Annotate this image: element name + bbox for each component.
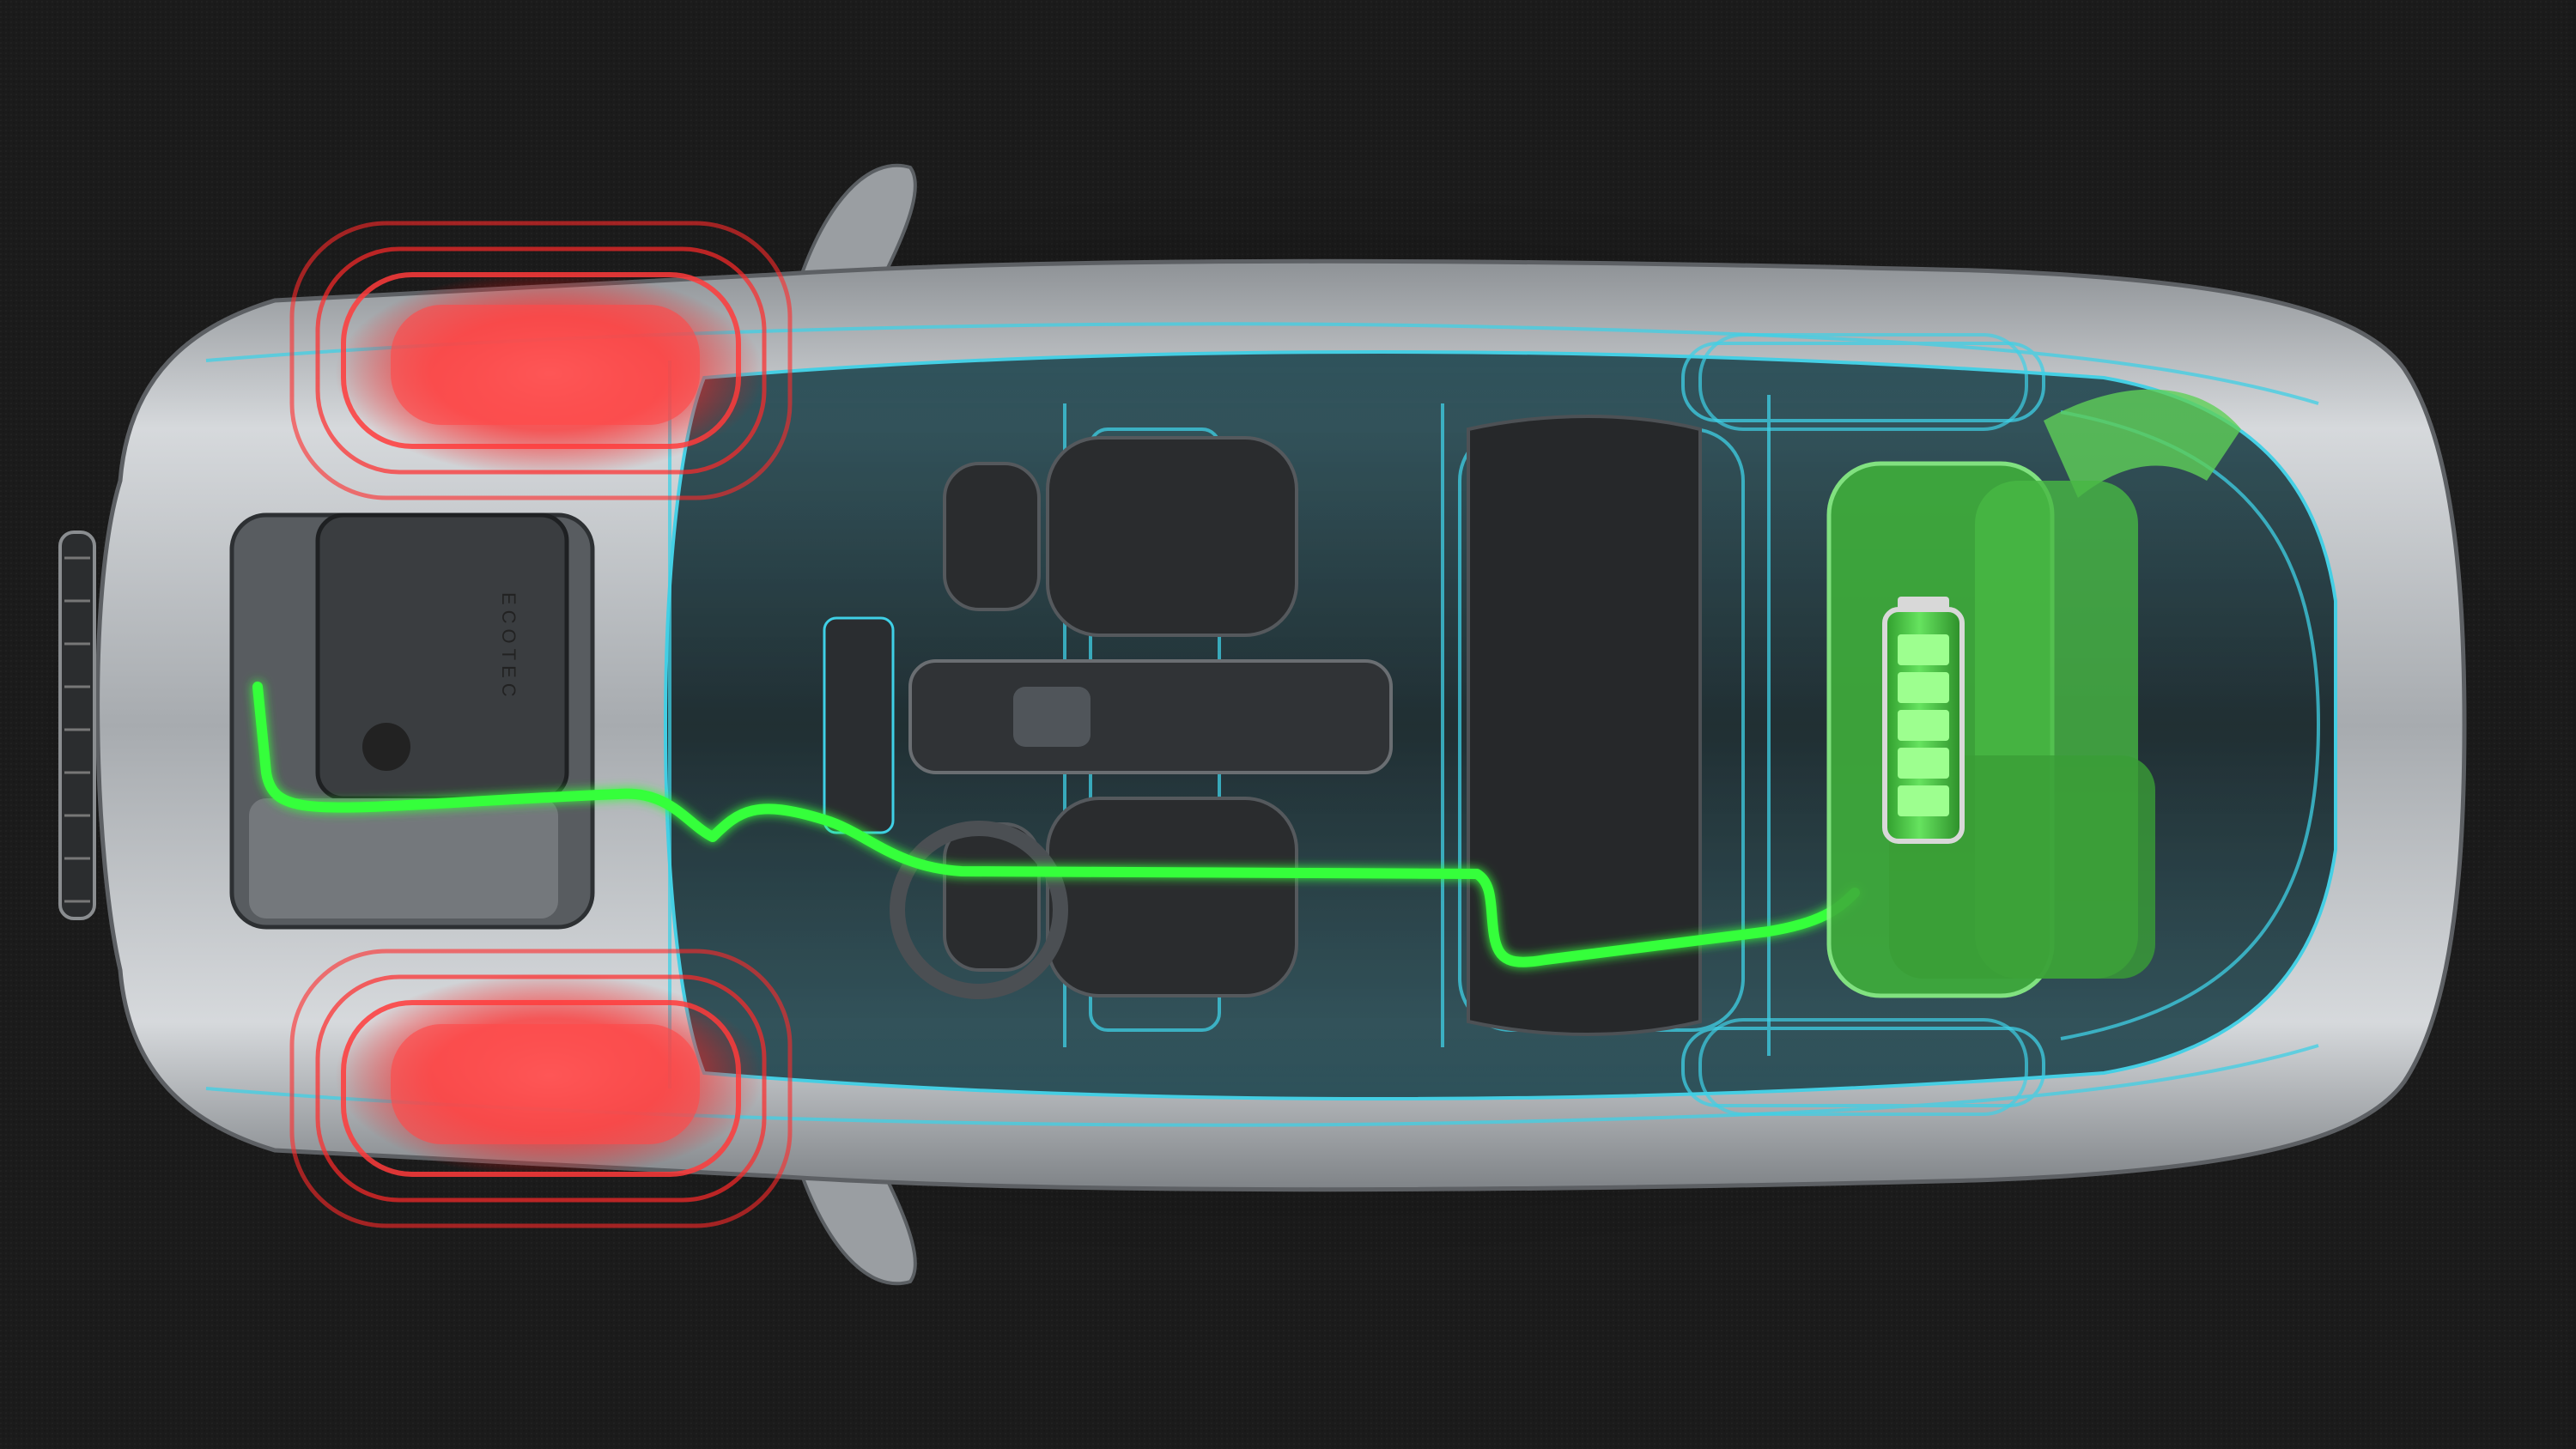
- left-mirror: [796, 163, 917, 299]
- energy-flow-line: [252, 682, 1860, 967]
- front-grille: [58, 530, 96, 920]
- battery-segment: [1898, 634, 1949, 665]
- rear-right-wheel: [1698, 1018, 2028, 1116]
- battery-segment: [1898, 748, 1949, 779]
- gear-shifter: [1013, 687, 1091, 747]
- center-console: [908, 659, 1393, 774]
- front-left-wheel-glow: [289, 221, 793, 500]
- rear-left-wheel: [1698, 333, 2028, 431]
- front-right-wheel-glow: [289, 949, 793, 1228]
- right-mirror: [796, 1150, 917, 1286]
- engine-cover-text: ECOTEC: [498, 592, 519, 702]
- grille-slats: [64, 556, 90, 903]
- battery-icon: [1882, 597, 1965, 844]
- rear-seat: [1467, 415, 1702, 1036]
- dashboard: [823, 616, 895, 834]
- engine: [229, 512, 595, 930]
- battery-segment: [1898, 672, 1949, 703]
- front-seats: [943, 436, 1298, 997]
- steering-wheel: [890, 821, 1068, 999]
- battery-charge-segments: [1898, 634, 1949, 816]
- battery-segment: [1898, 710, 1949, 741]
- battery-segment: [1898, 785, 1949, 816]
